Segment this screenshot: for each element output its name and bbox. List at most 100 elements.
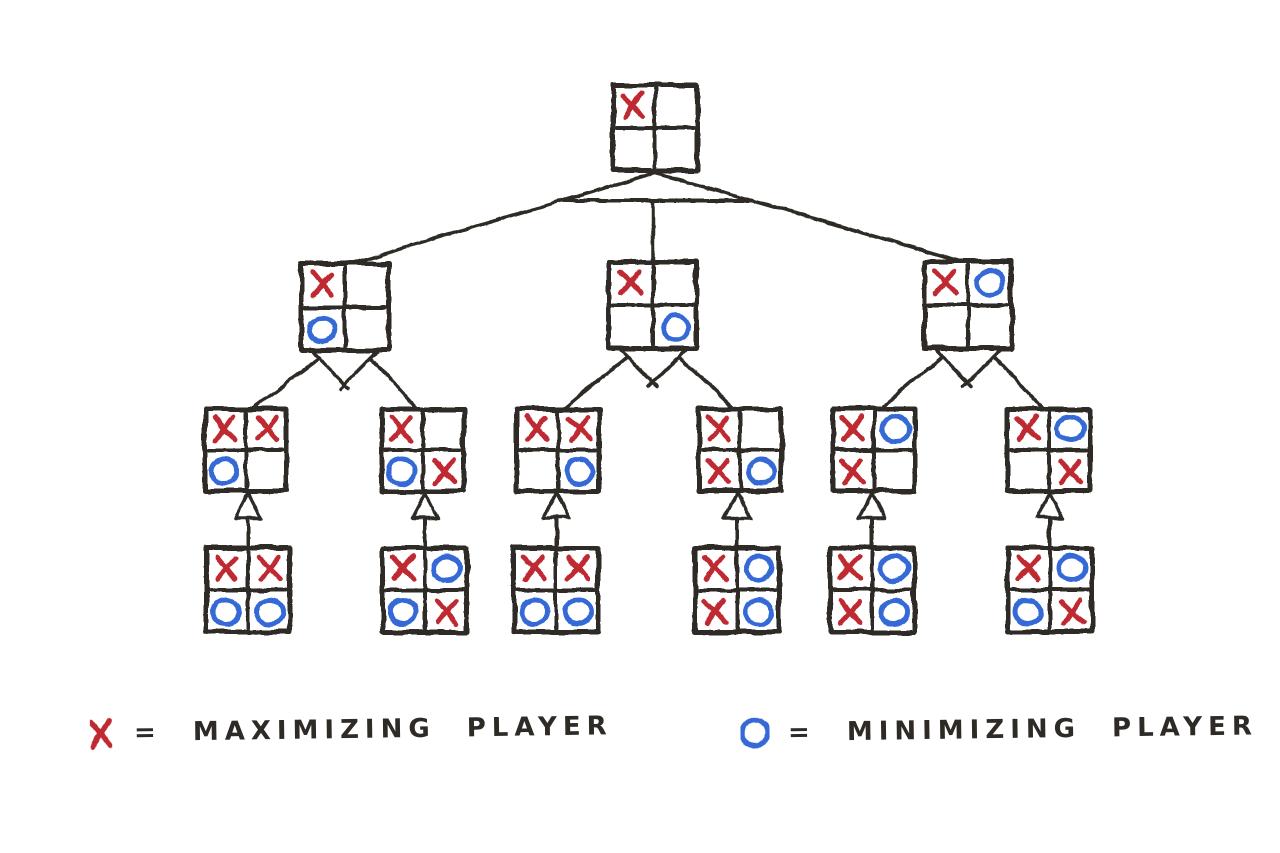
tree-node-l1-1 — [607, 259, 699, 351]
tree-drawing — [202, 83, 1095, 635]
connector-line — [653, 170, 970, 266]
x-stroke — [1061, 597, 1083, 627]
x-mark — [434, 597, 460, 627]
o-mark — [1012, 597, 1044, 627]
o-mark — [254, 597, 286, 627]
x-stroke — [704, 597, 726, 627]
x-stroke — [433, 457, 456, 486]
x-stroke — [565, 554, 591, 582]
x-stroke — [933, 268, 957, 296]
o-mark — [660, 313, 692, 343]
tree-node-root — [610, 83, 700, 173]
x-stroke — [707, 457, 730, 486]
arrow-head-up — [233, 491, 263, 520]
o-mark — [518, 597, 550, 627]
o-mark — [878, 553, 910, 583]
tree-node-l2-2 — [514, 406, 602, 494]
connector-line — [992, 354, 1045, 411]
tree-node-l2-0 — [202, 406, 290, 494]
o-mark — [562, 597, 594, 627]
x-stroke — [837, 598, 863, 626]
x-mark — [617, 268, 643, 296]
o-mark — [306, 315, 338, 345]
o-mark — [210, 597, 242, 627]
x-mark — [1058, 597, 1086, 627]
legend-minimizing-label: = MINIMIZING PLAYER — [787, 711, 1259, 748]
arrow-head-up — [541, 491, 571, 520]
x-mark — [524, 414, 549, 443]
x-mark — [619, 91, 646, 120]
o-mark — [880, 413, 911, 444]
x-stroke — [310, 271, 335, 298]
arrow-head-up — [857, 491, 887, 520]
chevron-line — [930, 344, 974, 389]
o-mark — [387, 597, 419, 627]
o-symbol-icon — [740, 717, 770, 749]
x-mark — [705, 457, 732, 486]
o-mark — [1055, 413, 1086, 444]
tree-node-l1-2 — [922, 259, 1014, 351]
x-stroke — [841, 457, 864, 486]
tree-node-l3-3 — [692, 545, 782, 635]
chevron-line — [647, 344, 691, 389]
x-mark — [839, 414, 866, 443]
x-stroke — [434, 599, 460, 625]
connector-line — [878, 354, 944, 411]
x-mark — [390, 554, 416, 582]
tree-node-l2-5 — [1005, 406, 1093, 494]
o-mark — [743, 553, 775, 583]
connector-line — [343, 170, 657, 268]
legend-maximizing-label: = MAXIMIZING PLAYER — [133, 711, 613, 748]
tree-node-l3-1 — [380, 545, 470, 635]
x-stroke — [568, 414, 591, 443]
x-stroke — [707, 415, 730, 442]
x-mark — [257, 554, 283, 582]
x-stroke — [389, 415, 414, 442]
o-mark — [431, 553, 463, 583]
x-mark — [389, 414, 414, 443]
x-mark — [1015, 554, 1041, 582]
arrow-head-up — [1035, 491, 1065, 520]
connector-line — [250, 356, 321, 411]
x-mark — [837, 553, 863, 583]
x-mark — [837, 597, 863, 627]
o-mark — [743, 597, 775, 627]
o-mark — [209, 456, 240, 487]
tree-node-l3-4 — [827, 545, 917, 635]
tree-node-l1-0 — [299, 261, 391, 353]
x-mark — [565, 553, 591, 583]
chevron-line — [339, 346, 383, 391]
x-stroke — [522, 554, 546, 582]
x-mark — [566, 414, 593, 443]
x-mark — [701, 597, 729, 627]
x-mark — [521, 554, 547, 582]
x-mark — [932, 268, 958, 296]
x-mark — [310, 270, 335, 299]
chevron-line — [615, 344, 659, 389]
x-stroke — [255, 415, 280, 442]
connector-line — [677, 354, 736, 411]
x-mark — [701, 554, 729, 582]
tree-node-l3-5 — [1005, 545, 1095, 635]
legend-item-minimizing: = MINIMIZING PLAYER — [738, 708, 1258, 751]
x-mark — [706, 415, 731, 442]
x-stroke — [704, 554, 726, 582]
x-symbol-icon — [89, 718, 113, 750]
tree-node-l2-3 — [696, 406, 784, 494]
x-stroke — [837, 555, 863, 581]
x-stroke — [213, 414, 236, 443]
x-stroke — [1016, 554, 1040, 582]
x-stroke — [391, 554, 415, 582]
x-stroke — [1059, 457, 1082, 486]
x-stroke — [1016, 414, 1039, 443]
x-stroke — [524, 415, 549, 442]
x-stroke — [618, 268, 642, 296]
x-mark — [431, 457, 458, 486]
o-mark — [1056, 553, 1088, 583]
x-stroke — [622, 91, 644, 120]
o-mark — [564, 456, 595, 487]
x-mark — [839, 457, 866, 486]
connector-line — [562, 354, 629, 411]
tree-node-l3-0 — [203, 545, 293, 635]
